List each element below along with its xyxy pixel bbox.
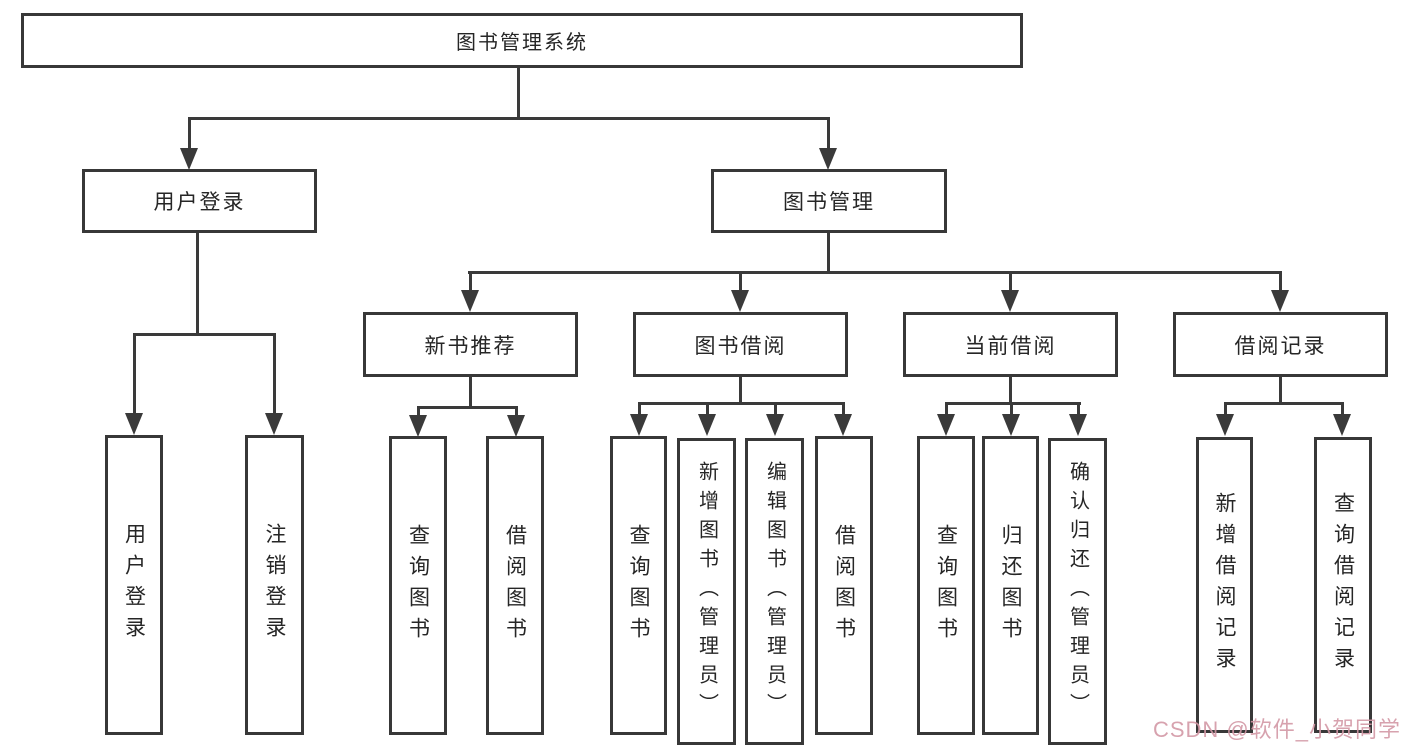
- edge-book-mgmt-rail: [468, 271, 1282, 274]
- edge-leaf-stub: [1224, 402, 1227, 416]
- edge-user-login-stem: [196, 233, 199, 336]
- arrow-down-icon: [834, 414, 852, 436]
- node-leaf-query-books-1: 查询图书: [389, 436, 447, 735]
- arrow-down-icon: [507, 415, 525, 437]
- arrow-down-icon: [731, 290, 749, 312]
- edge-book-borrow-stem: [739, 377, 742, 405]
- arrow-down-icon: [265, 413, 283, 435]
- node-current-borrowing-label: 当前借阅: [964, 334, 1057, 358]
- arrow-down-icon: [819, 148, 837, 170]
- edge-leaf-stub: [774, 402, 777, 416]
- edge-current-borrow-stem: [1009, 377, 1012, 405]
- node-book-borrowing-label: 图书借阅: [694, 334, 787, 358]
- node-root-label: 图书管理系统: [456, 32, 588, 54]
- node-book-borrowing: 图书借阅: [633, 312, 848, 377]
- arrow-down-icon: [180, 148, 198, 170]
- node-leaf-borrow-books-1: 借阅图书: [486, 436, 544, 735]
- arrow-down-icon: [1271, 290, 1289, 312]
- node-leaf-return-books: 归还图书: [982, 436, 1039, 735]
- node-new-book-recommend: 新书推荐: [363, 312, 578, 377]
- edge-current-borrow-rail: [945, 402, 1081, 405]
- node-leaf-borrow-books-2: 借阅图书: [815, 436, 873, 735]
- edge-user-login-rail: [133, 333, 276, 336]
- node-leaf-query-borrow-record: 查询借阅记录: [1314, 437, 1372, 733]
- edge-leaf-stub: [417, 406, 420, 418]
- node-leaf-add-borrow-record: 新增借阅记录: [1196, 437, 1253, 733]
- edge-to-borrow-records: [1279, 271, 1282, 293]
- edge-to-new-book: [469, 271, 472, 293]
- node-borrow-records-label: 借阅记录: [1234, 334, 1327, 358]
- arrow-down-icon: [1002, 414, 1020, 436]
- arrow-down-icon: [1001, 290, 1019, 312]
- node-book-management-label: 图书管理: [783, 191, 875, 214]
- edge-leaf-stub: [842, 402, 845, 416]
- edge-leaf-stub: [945, 402, 948, 416]
- edge-to-user-login: [188, 117, 191, 153]
- arrow-down-icon: [766, 414, 784, 436]
- edge-new-book-rail: [417, 406, 518, 409]
- node-leaf-query-books-3: 查询图书: [917, 436, 975, 735]
- watermark: CSDN @软件_小贺同学: [1152, 717, 1401, 742]
- edge-book-borrow-rail: [638, 402, 845, 405]
- arrow-down-icon: [409, 415, 427, 437]
- node-book-management: 图书管理: [711, 169, 947, 233]
- edge-to-book-borrow: [739, 271, 742, 293]
- edge-to-leaf-logout: [273, 333, 276, 416]
- node-root: 图书管理系统: [21, 13, 1023, 68]
- arrow-down-icon: [1216, 414, 1234, 436]
- node-leaf-user-login: 用户登录: [105, 435, 163, 735]
- edge-new-book-stem: [469, 377, 472, 408]
- node-leaf-confirm-return-admin: 确认归还（管理员）: [1048, 438, 1107, 745]
- node-leaf-edit-books-admin: 编辑图书（管理员）: [745, 438, 804, 745]
- arrow-down-icon: [125, 413, 143, 435]
- arrow-down-icon: [937, 414, 955, 436]
- edge-borrow-records-stem: [1279, 377, 1282, 405]
- edge-to-current-borrow: [1009, 271, 1012, 293]
- node-leaf-logout: 注销登录: [245, 435, 304, 735]
- edge-leaf-stub: [1077, 402, 1080, 416]
- node-user-login-label: 用户登录: [153, 191, 246, 214]
- edge-book-mgmt-stem: [827, 233, 830, 273]
- node-current-borrowing: 当前借阅: [903, 312, 1118, 377]
- node-borrow-records: 借阅记录: [1173, 312, 1388, 377]
- edge-root-stem: [517, 68, 520, 120]
- arrow-down-icon: [1069, 414, 1087, 436]
- arrow-down-icon: [630, 414, 648, 436]
- edge-root-rail: [188, 117, 830, 120]
- node-user-login: 用户登录: [82, 169, 317, 233]
- edge-to-book-management: [827, 117, 830, 153]
- edge-leaf-stub: [706, 402, 709, 416]
- edge-leaf-stub: [1010, 402, 1013, 416]
- node-leaf-query-books-2: 查询图书: [610, 436, 667, 735]
- node-new-book-recommend-label: 新书推荐: [424, 334, 517, 358]
- edge-leaf-stub: [638, 402, 641, 416]
- edge-leaf-stub: [515, 406, 518, 418]
- arrow-down-icon: [461, 290, 479, 312]
- edge-leaf-stub: [1341, 402, 1344, 416]
- arrow-down-icon: [1333, 414, 1351, 436]
- node-leaf-add-books-admin: 新增图书（管理员）: [677, 438, 736, 745]
- arrow-down-icon: [698, 414, 716, 436]
- edge-to-leaf-user-login: [133, 333, 136, 416]
- edge-borrow-records-rail: [1224, 402, 1344, 405]
